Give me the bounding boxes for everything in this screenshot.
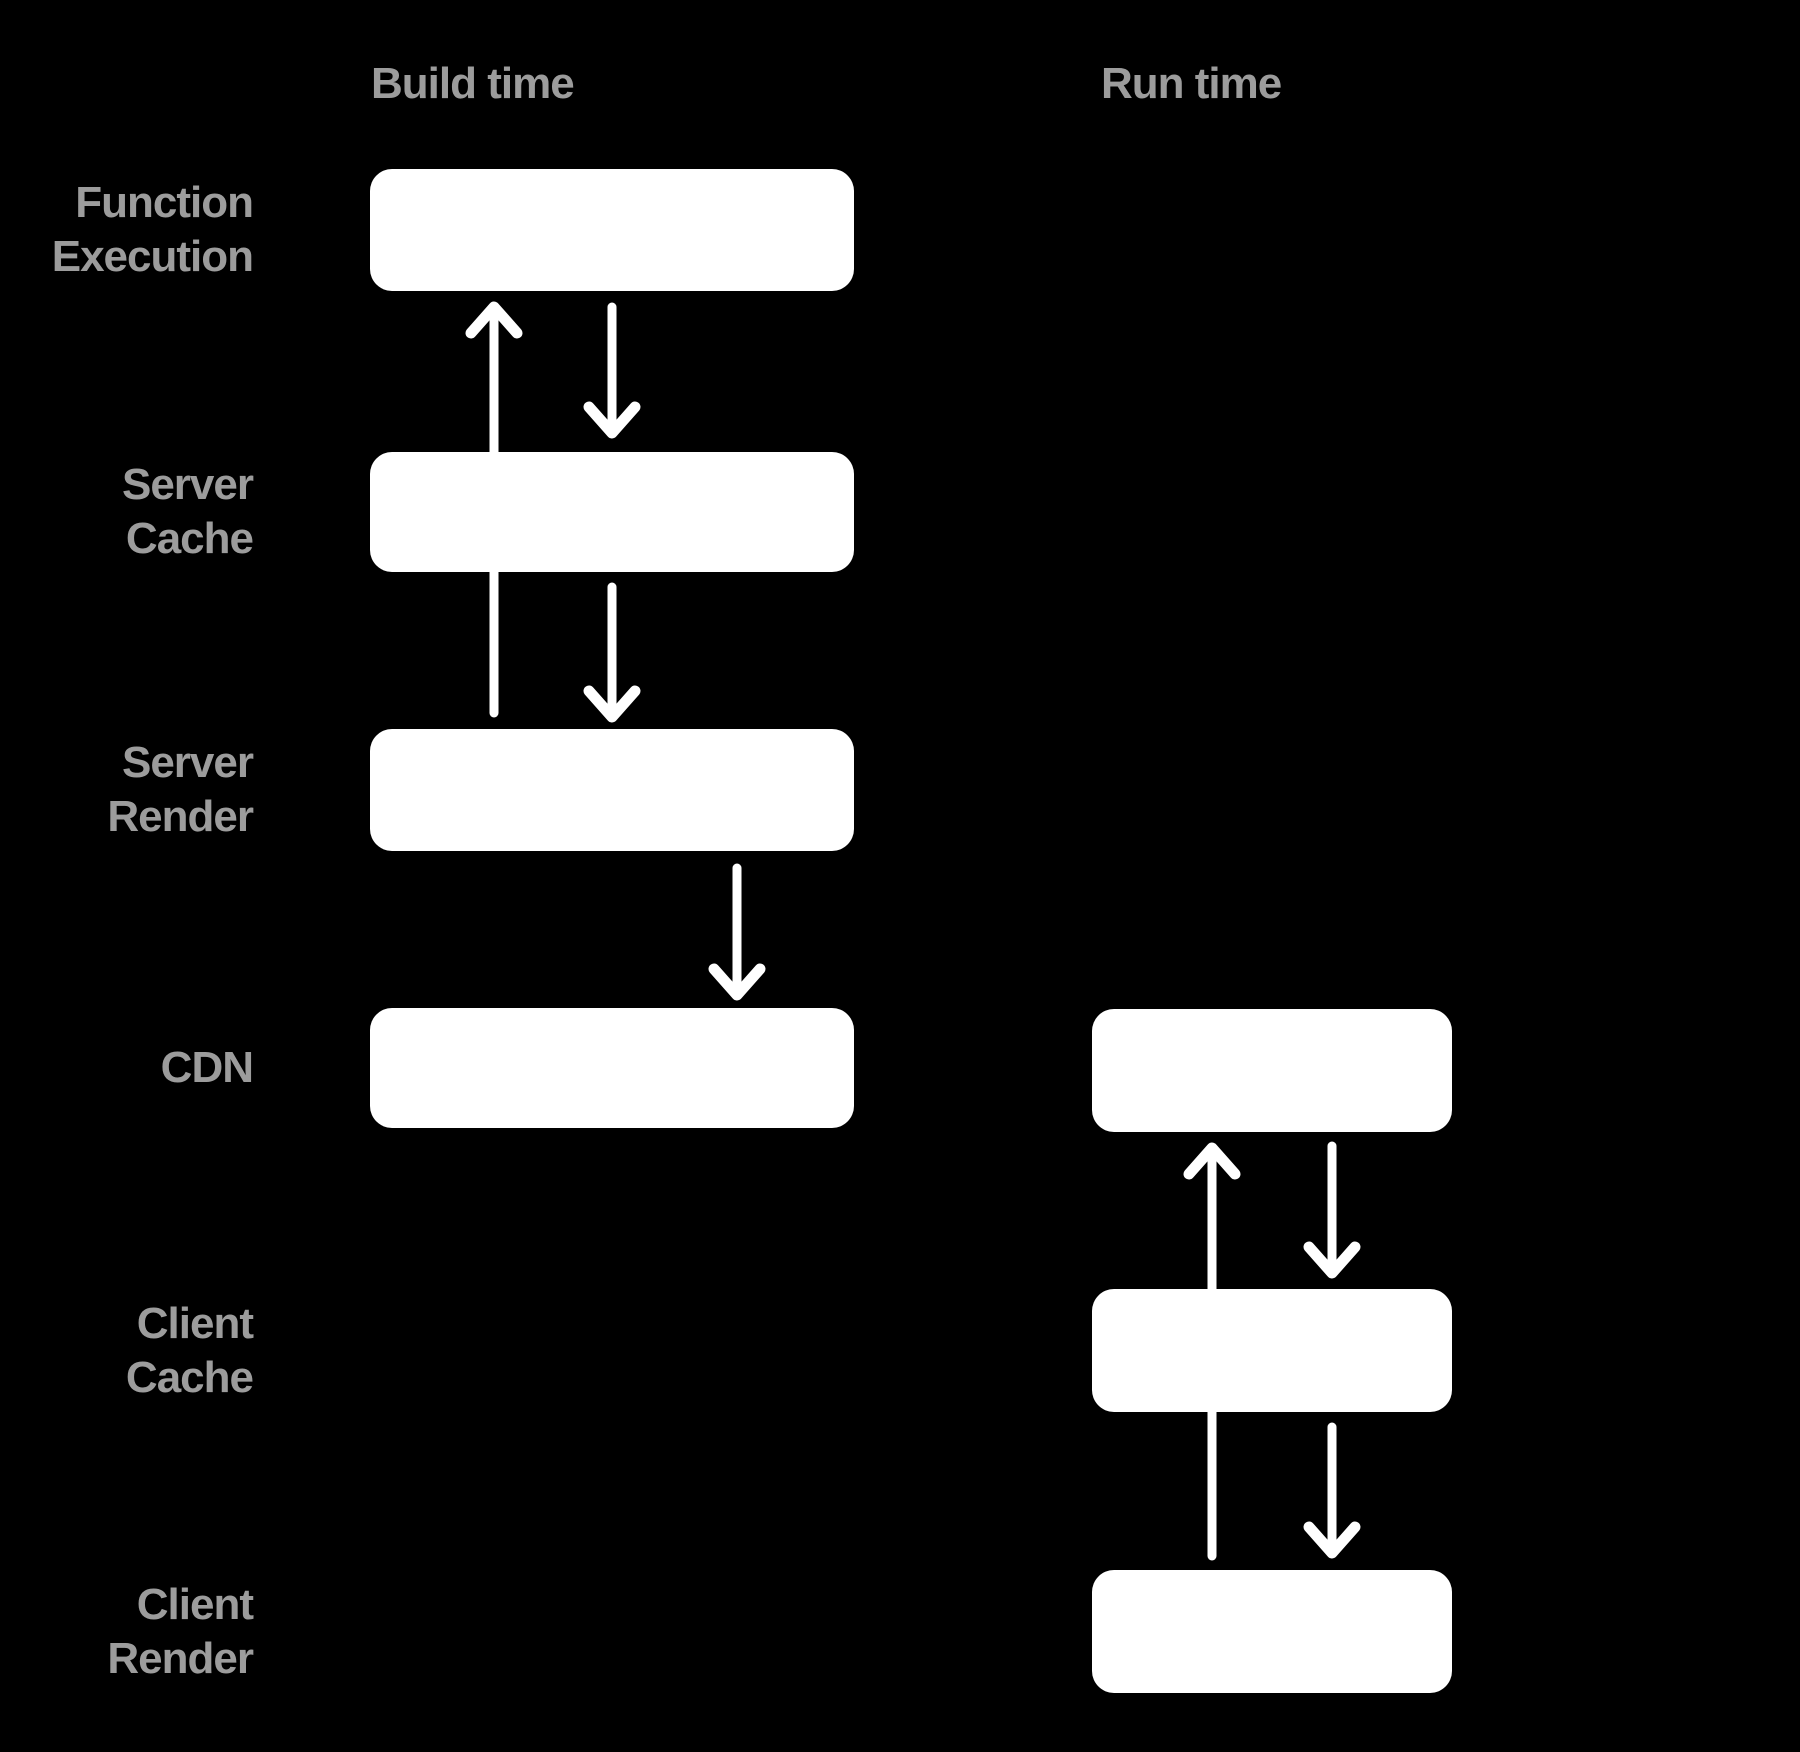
row-label-server-cache: Server Cache bbox=[121, 460, 254, 563]
arrow-down-build-server-cache-to-server-render bbox=[583, 582, 641, 723]
row-label-function-execution: Function Execution bbox=[51, 178, 254, 281]
node-run-cdn bbox=[1092, 1009, 1452, 1132]
row-label-server-render: Server Render bbox=[107, 738, 254, 841]
column-header-run-time: Run time bbox=[1101, 59, 1282, 108]
arrow-down-build-server-render-to-cdn bbox=[708, 863, 766, 1001]
node-build-function-execution bbox=[370, 169, 854, 291]
node-run-client-render bbox=[1092, 1570, 1452, 1693]
arrow-down-run-client-cache-to-client-render bbox=[1303, 1422, 1361, 1559]
row-label-cdn: CDN bbox=[160, 1043, 254, 1092]
row-label-client-render: Client Render bbox=[107, 1580, 254, 1683]
row-label-client-cache: Client Cache bbox=[125, 1299, 254, 1402]
node-build-cdn bbox=[370, 1008, 854, 1128]
node-run-client-cache bbox=[1092, 1289, 1452, 1412]
arrow-down-build-function-execution-to-server-cache bbox=[583, 302, 641, 439]
arrow-down-run-cdn-to-client-cache bbox=[1303, 1141, 1361, 1279]
column-header-build-time: Build time bbox=[371, 59, 575, 108]
node-build-server-render bbox=[370, 729, 854, 851]
node-build-server-cache bbox=[370, 452, 854, 572]
